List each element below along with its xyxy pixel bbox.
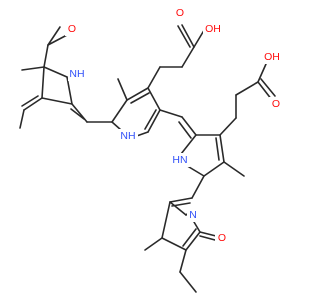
atom-n-pyrrole-c: HN (170, 153, 190, 167)
bond (43, 44, 49, 68)
bond (181, 116, 197, 136)
bond (147, 109, 161, 133)
bond (66, 76, 73, 105)
bond (19, 109, 25, 129)
bond (117, 78, 128, 101)
bond (111, 121, 122, 131)
bond (43, 66, 68, 78)
bond (144, 109, 157, 130)
bond (144, 237, 163, 251)
atom-o-acid-top: O (173, 6, 188, 20)
bond (181, 24, 195, 48)
bond (147, 66, 161, 89)
bond (199, 231, 217, 237)
atom-n-lactam-left: NH (68, 67, 88, 81)
bond (147, 87, 161, 111)
bond (203, 161, 225, 177)
bond (179, 249, 187, 273)
bond (180, 134, 197, 155)
bond (215, 137, 220, 161)
bond (71, 103, 88, 123)
bond (219, 117, 237, 136)
molecule-structure-diagram: O OH O OH O NH NH HN (19, 6, 284, 293)
bond (193, 221, 201, 233)
bond (257, 63, 267, 83)
hydroxyl-label: OH (205, 23, 221, 35)
bond (126, 87, 149, 101)
bond (219, 134, 225, 163)
bond (182, 228, 197, 247)
bond (260, 78, 276, 97)
bond (21, 66, 45, 71)
nitrogen-label: N (189, 209, 197, 221)
bond (41, 97, 73, 105)
bond (161, 237, 187, 251)
bond (185, 231, 201, 251)
atom-label-layer: O OH O OH O NH NH HN (65, 6, 284, 245)
bond (177, 25, 191, 48)
bond (169, 197, 193, 203)
bond (161, 201, 171, 239)
oxygen-label: O (68, 23, 76, 35)
oxygen-label: O (218, 232, 226, 244)
bond (23, 97, 43, 111)
atom-n-ring-d: N (187, 208, 200, 222)
bond (179, 271, 197, 293)
oxygen-label: O (272, 98, 280, 110)
atom-n-pyrrole-b: NH (118, 129, 138, 143)
bond (47, 34, 68, 46)
nitrogen-label: NH (120, 130, 135, 142)
bond (223, 161, 245, 177)
hydroxyl-label: OH (264, 51, 280, 63)
bond (159, 109, 183, 118)
atom-oh-acid-right: OH (262, 50, 283, 64)
nitrogen-label: NH (69, 68, 84, 80)
bond (235, 81, 259, 96)
atom-oh-acid-top: OH (203, 22, 223, 36)
atom-o-ring-d: O (215, 231, 229, 245)
bond (111, 99, 128, 123)
bond (169, 201, 187, 216)
atom-o-acid-right: O (269, 97, 284, 111)
bond (41, 66, 45, 99)
bond (21, 95, 39, 107)
nitrogen-label: HN (172, 154, 187, 166)
bond (70, 108, 85, 120)
bond (178, 121, 192, 139)
bond (130, 92, 150, 104)
bond-layer (19, 24, 276, 293)
bond (181, 46, 195, 68)
bond (191, 175, 205, 199)
atom-o-lactam-left: O (65, 22, 79, 36)
bond (199, 235, 216, 241)
molecule-canvas: O OH O OH O NH NH HN (19, 6, 284, 293)
oxygen-label: O (176, 7, 184, 19)
bond (47, 26, 61, 46)
